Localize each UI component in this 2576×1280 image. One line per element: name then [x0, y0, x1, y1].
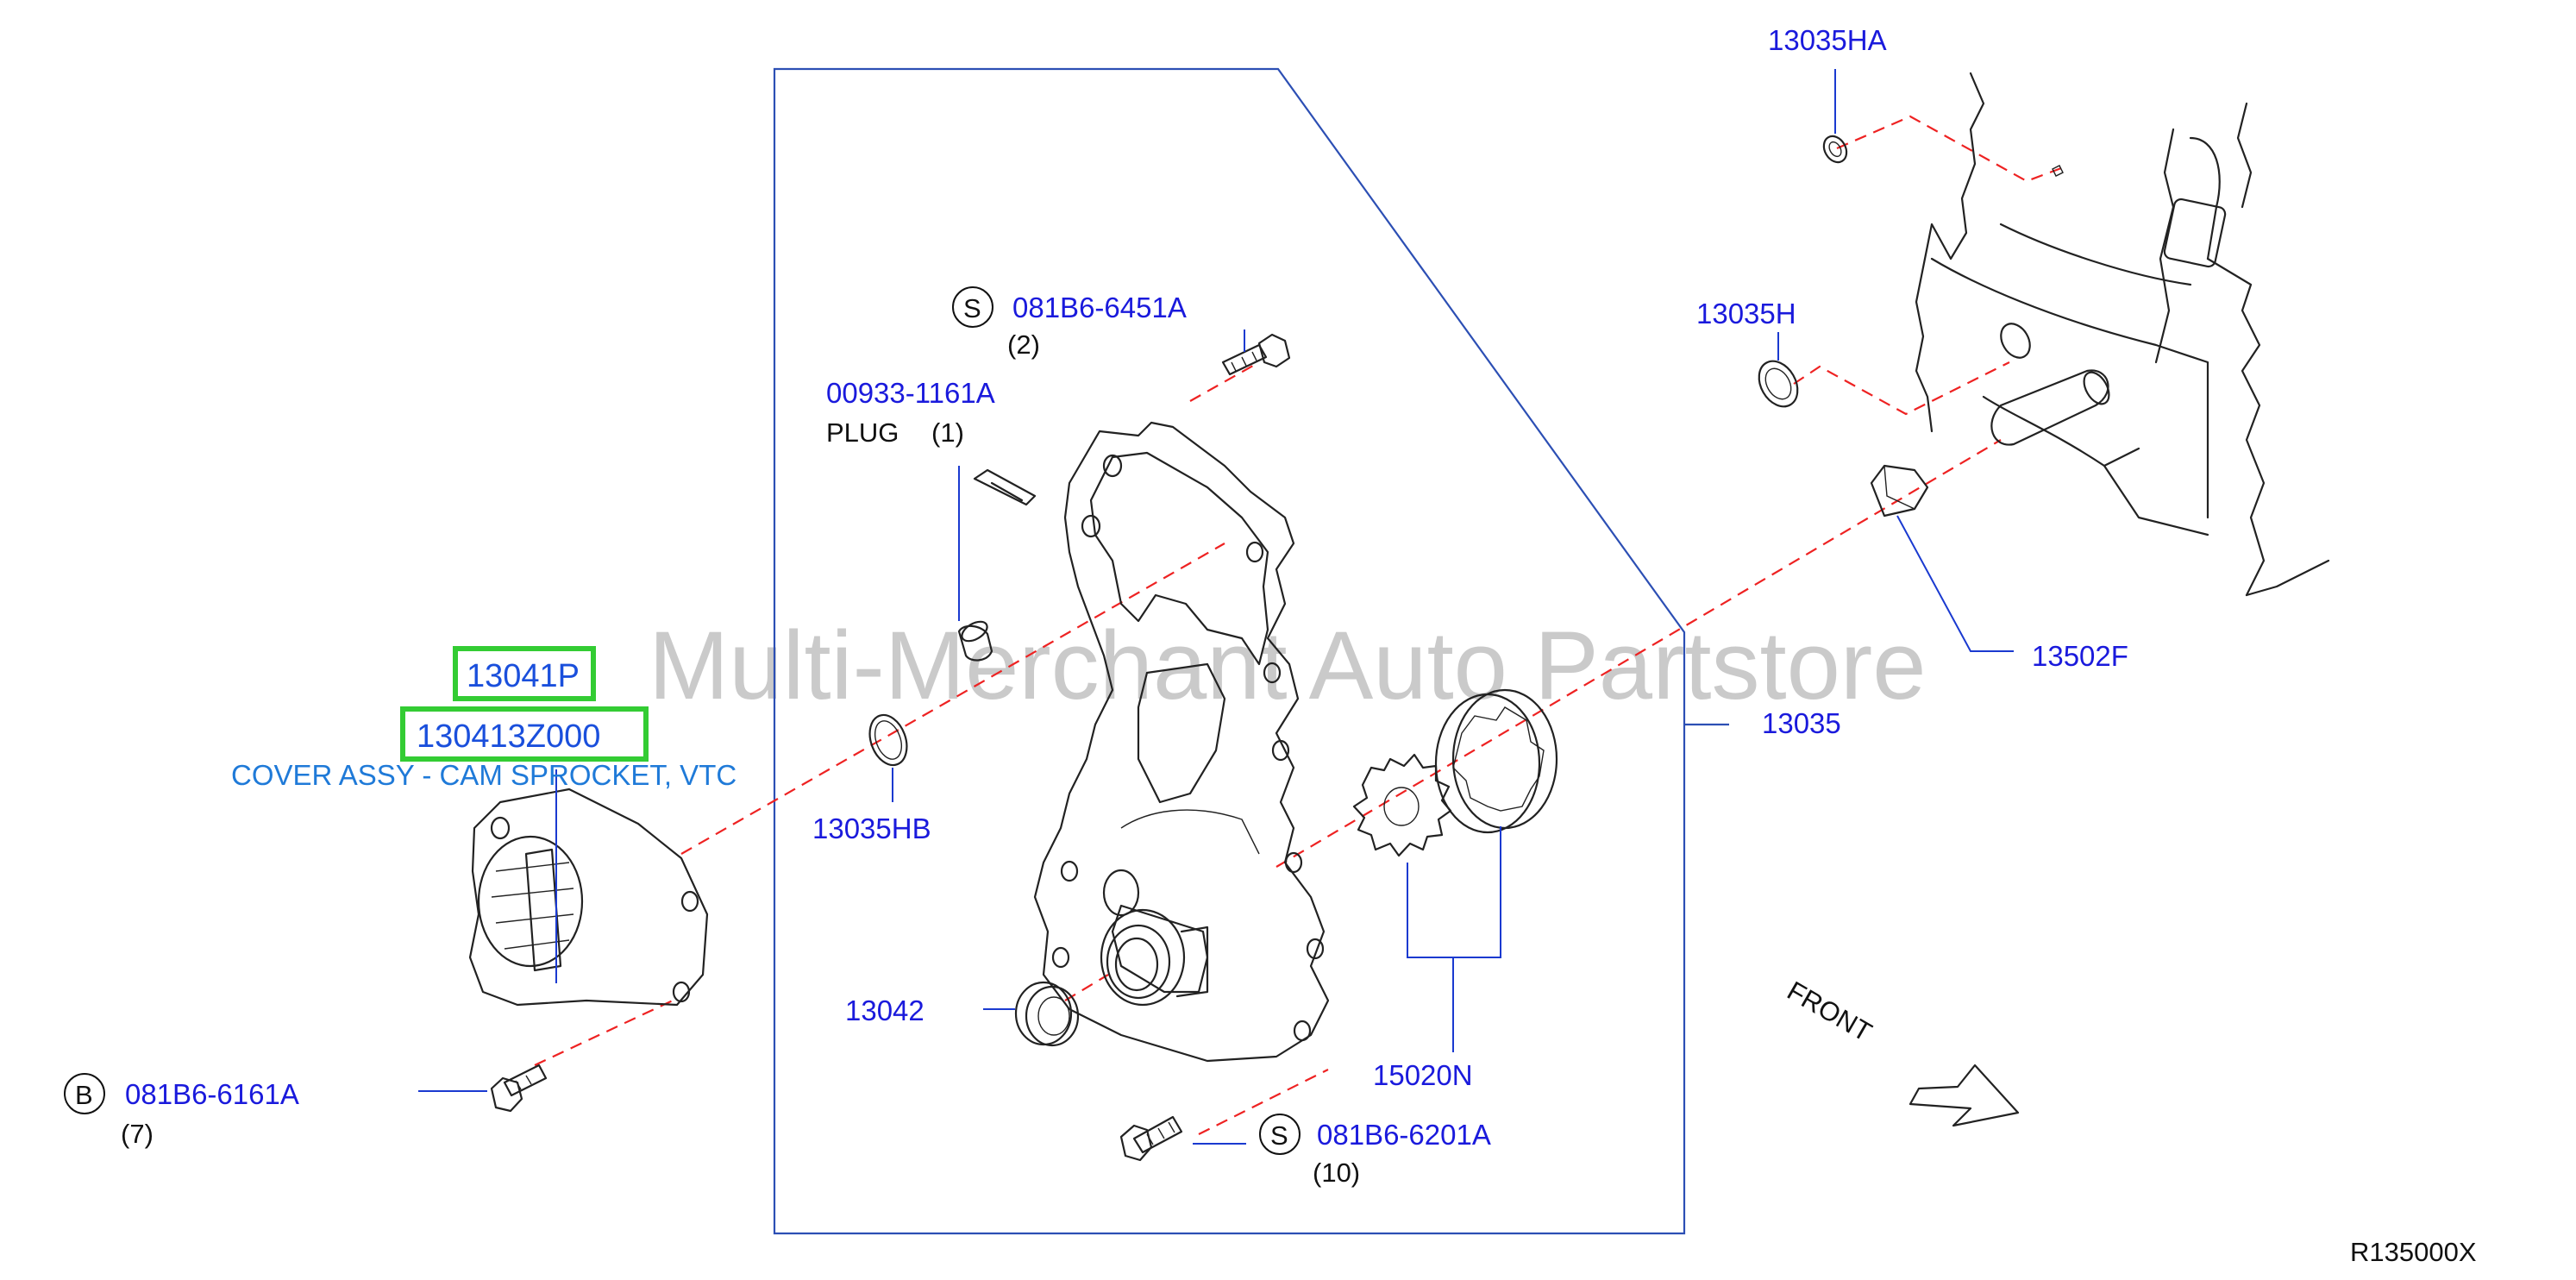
oring-13035HA	[1822, 135, 1848, 164]
callout-13042[interactable]: 13042	[845, 995, 924, 1026]
diagram-code: R135000X	[2350, 1237, 2477, 1267]
marker-s-6451A: S	[963, 293, 981, 323]
oil-seal-13042	[1014, 981, 1080, 1047]
callout-13035HB[interactable]: 13035HB	[812, 813, 931, 844]
callout-081B6-6201A[interactable]: 081B6-6201A	[1317, 1119, 1491, 1151]
marker-circle-s-6451A	[952, 286, 993, 328]
callout-00933-1161A[interactable]: 00933-1161A	[826, 377, 995, 409]
leader-15020N	[1407, 826, 1501, 1052]
callout-081B6-6161A[interactable]: 081B6-6161A	[125, 1078, 299, 1110]
part-description: COVER ASSY - CAM SPROCKET, VTC	[231, 759, 736, 791]
plug-00933-1161A	[957, 620, 993, 662]
plug-gasket	[973, 468, 1037, 506]
leader-13502F	[1896, 515, 2014, 652]
part-number-full[interactable]: 130413Z000	[417, 718, 600, 755]
callout-13502F[interactable]: 13502F	[2032, 640, 2128, 672]
oring-13035H	[1758, 360, 1799, 408]
callout-13035H[interactable]: 13035H	[1696, 298, 1796, 329]
assembly-frame	[773, 67, 1686, 1235]
qty-081B6-6451A: (2)	[1007, 329, 1040, 360]
callout-15020N[interactable]: 15020N	[1373, 1059, 1473, 1091]
engine-block	[1915, 72, 2330, 597]
assembly-axes	[534, 115, 2062, 1135]
qty-00933: (1)	[931, 417, 964, 448]
sleeve-13502F	[1870, 464, 1929, 518]
callout-13035[interactable]: 13035	[1762, 707, 1841, 739]
marker-b-6161A: B	[75, 1080, 93, 1110]
highlight-box-full	[400, 706, 649, 762]
callout-081B6-6451A[interactable]: 081B6-6451A	[1012, 292, 1187, 323]
callout-13035HA[interactable]: 13035HA	[1768, 24, 1887, 56]
watermark: Multi-Merchant Auto Partstore	[649, 612, 1926, 719]
bolt-081B6-6451A	[1221, 333, 1291, 376]
oil-pump-gear-15020N	[1352, 688, 1558, 857]
qty-081B6-6201A: (10)	[1313, 1158, 1360, 1188]
vtc-cover-130413Z000	[468, 787, 709, 1007]
front-arrow	[1908, 1064, 2020, 1127]
highlight-box-short	[453, 646, 596, 701]
plug-name: PLUG	[826, 417, 899, 448]
marker-s-6201A: S	[1270, 1120, 1288, 1151]
bolt-081B6-6161A	[490, 1064, 548, 1113]
qty-081B6-6161A: (7)	[121, 1119, 154, 1149]
marker-circle-s-6201A	[1259, 1114, 1301, 1155]
bolt-081B6-6201A	[1119, 1115, 1183, 1162]
marker-circle-b-6161A	[64, 1073, 105, 1114]
timing-cover-13035	[1033, 421, 1330, 1063]
oring-13035HB	[868, 713, 908, 767]
part-number-short[interactable]: 13041P	[467, 658, 580, 694]
front-label: FRONT	[1783, 976, 1877, 1048]
